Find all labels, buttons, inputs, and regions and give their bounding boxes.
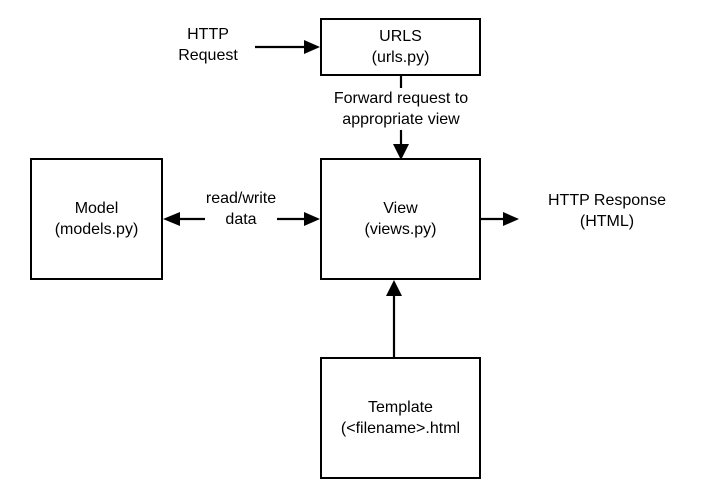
view-node-subtitle: (views.py): [364, 221, 437, 238]
read-write-data-label: read/write data: [197, 188, 285, 230]
http-response-label-line1: HTTP Response: [548, 192, 666, 209]
http-request-label-line1: HTTP: [187, 26, 229, 43]
read-write-data-label-line2: data: [225, 211, 257, 229]
forward-request-label: Forward request to appropriate view: [312, 88, 490, 130]
urls-node[interactable]: URLS (urls.py): [320, 18, 481, 76]
edge-template-to-view: [386, 280, 402, 357]
http-response-label: HTTP Response (HTML): [527, 190, 687, 232]
template-node[interactable]: Template (<filename>.html: [320, 357, 481, 479]
http-response-label-line2: (HTML): [579, 213, 635, 231]
urls-node-title: URLS: [379, 27, 422, 45]
template-node-title: Template: [368, 398, 433, 416]
model-node[interactable]: Model (models.py): [30, 158, 163, 280]
edge-request-to-urls: [255, 40, 320, 54]
forward-request-label-line2: appropriate view: [342, 111, 460, 129]
read-write-data-label-line1: read/write: [205, 190, 277, 207]
model-node-subtitle: (models.py): [54, 221, 139, 238]
edge-view-to-response: [481, 212, 519, 226]
template-node-subtitle: (<filename>.html: [340, 420, 461, 437]
view-node[interactable]: View (views.py): [320, 158, 481, 280]
urls-node-subtitle: (urls.py): [371, 49, 430, 66]
model-node-title: Model: [74, 199, 119, 217]
forward-request-label-line1: Forward request to: [333, 90, 469, 107]
view-node-title: View: [383, 199, 418, 217]
http-request-label-line2: Request: [178, 47, 238, 65]
http-request-label: HTTP Request: [160, 24, 256, 66]
